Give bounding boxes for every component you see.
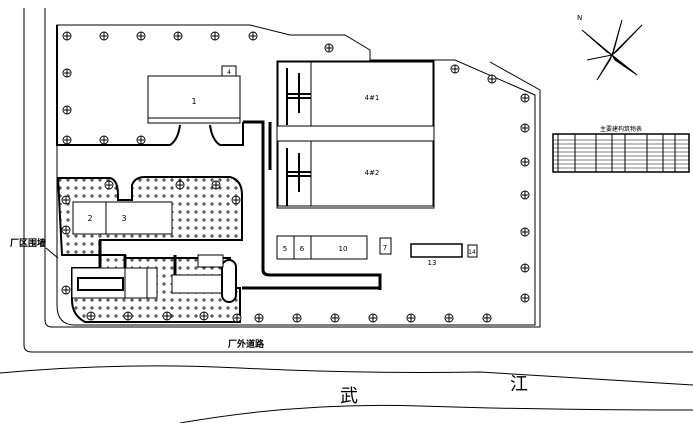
river-bank-top <box>0 365 693 386</box>
tree-icon <box>86 311 96 321</box>
tree-icon <box>210 31 220 41</box>
tree-icon <box>406 313 416 323</box>
building-row <box>276 235 368 260</box>
tree-icon <box>61 285 71 295</box>
tree-icon <box>450 64 460 74</box>
tree-icon <box>292 313 302 323</box>
svg-text:N: N <box>577 14 582 22</box>
label-r2: 6 <box>300 245 305 253</box>
tree-icon <box>254 313 264 323</box>
label-river-2: 江 <box>510 374 528 395</box>
main-building <box>147 75 241 124</box>
label-small-box: 4 <box>227 69 231 76</box>
tree-icon <box>62 105 72 115</box>
tree-icon <box>104 180 114 190</box>
table-title: 主要建构筑物表 <box>600 125 642 133</box>
tree-icon <box>61 195 71 205</box>
tree-icon <box>99 135 109 145</box>
label-r5: 13 <box>428 259 437 267</box>
tree-icon <box>520 93 530 103</box>
tree-icon <box>520 293 530 303</box>
tree-icon <box>520 190 530 200</box>
tree-icon <box>211 180 221 190</box>
pipe-main <box>243 120 382 290</box>
tree-icon <box>520 263 530 273</box>
label-b2: 3 <box>121 214 126 223</box>
tree-icon <box>175 180 185 190</box>
building-13 <box>410 243 463 258</box>
equipment-1-panel <box>124 267 148 299</box>
label-r6: 14 <box>468 249 476 256</box>
tree-icon <box>520 123 530 133</box>
label-river-1: 武 <box>340 386 358 407</box>
building-7 <box>379 237 392 255</box>
tree-icon <box>444 313 454 323</box>
equipment-2-round <box>221 259 237 303</box>
tree-icon <box>136 31 146 41</box>
tree-icon <box>99 31 109 41</box>
building-b2 <box>105 201 173 235</box>
outer-road-line <box>23 8 693 353</box>
tree-icon <box>173 31 183 41</box>
north-arrow-icon: N <box>577 14 643 81</box>
label-tank-2: 4#2 <box>365 169 380 177</box>
building-14 <box>467 244 478 258</box>
tree-icon <box>62 68 72 78</box>
tree-icon <box>368 313 378 323</box>
tree-icon <box>232 313 242 323</box>
label-tank-1: 4#1 <box>365 94 380 102</box>
tree-icon <box>123 311 133 321</box>
equipment-3 <box>197 254 224 268</box>
pipe-2 <box>98 240 380 290</box>
tree-icon <box>330 313 340 323</box>
label-r4: 7 <box>383 244 387 252</box>
tree-icon <box>162 311 172 321</box>
label-wall: 厂区围墙 <box>10 237 46 249</box>
tree-icon <box>62 31 72 41</box>
tree-icon <box>520 157 530 167</box>
tree-icon <box>482 313 492 323</box>
tree-icon <box>199 311 209 321</box>
green-area <box>56 176 243 323</box>
tree-icon <box>248 31 258 41</box>
tree-icon <box>520 227 530 237</box>
north-wall <box>56 25 244 146</box>
label-r1: 5 <box>283 245 287 253</box>
tank-group <box>276 60 435 209</box>
label-r3: 10 <box>339 245 348 253</box>
tree-icon <box>61 225 71 235</box>
trees <box>61 31 530 323</box>
small-box-top <box>221 65 237 77</box>
tree-icon <box>136 135 146 145</box>
river-bank-bottom <box>179 404 693 423</box>
tree-icon <box>487 74 497 84</box>
equipment-1-detail <box>77 277 124 291</box>
site-boundary <box>56 24 536 326</box>
tank-2 <box>277 140 434 207</box>
inner-road-line <box>44 8 541 328</box>
equipment-2 <box>171 274 228 294</box>
tree-icon <box>324 43 334 53</box>
tree-icon <box>231 195 241 205</box>
label-main-building: 1 <box>191 97 196 106</box>
label-outer-road: 厂外道路 <box>228 338 265 350</box>
tree-icon <box>62 135 72 145</box>
label-b1: 2 <box>87 214 92 223</box>
buildings-table <box>552 133 690 173</box>
